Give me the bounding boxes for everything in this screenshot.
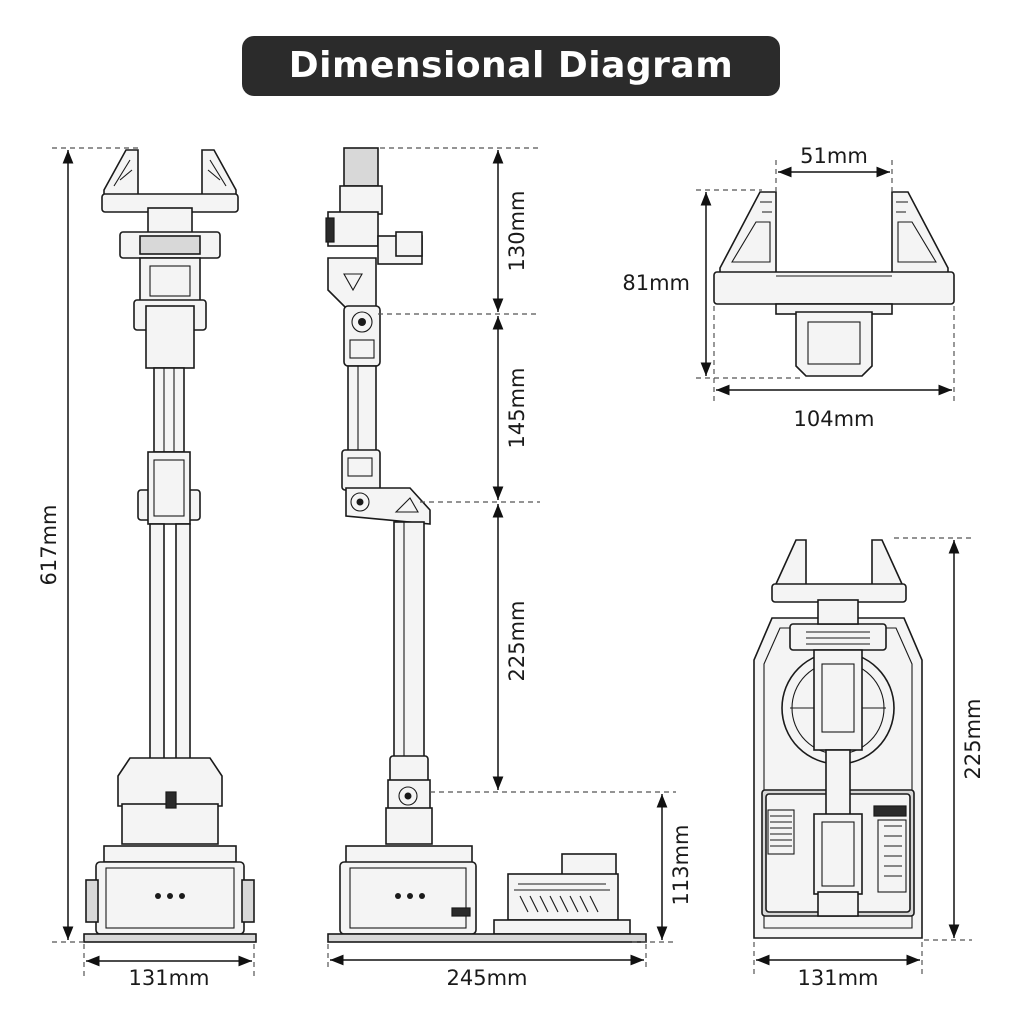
side-seg-2-label: 145mm [505,368,529,449]
side-seg-3-label: 225mm [505,601,529,682]
gripper-opening-label: 51mm [800,144,868,168]
side-width-label: 245mm [447,966,528,990]
folded-height-label: 225mm [961,699,985,780]
folded-view-arm [753,539,923,939]
gripper-detail [713,191,955,377]
title-banner: Dimensional Diagram [242,36,780,96]
front-view-arm [83,149,257,943]
page-title: Dimensional Diagram [288,45,734,86]
side-view-arm [325,147,647,943]
gripper-height-label: 81mm [622,271,690,295]
side-seg-1-label: 130mm [505,191,529,272]
side-base-height-label: 113mm [669,825,693,906]
gripper-width-label: 104mm [794,407,875,431]
front-width-label: 131mm [129,966,210,990]
folded-width-label: 131mm [798,966,879,990]
front-height-label: 617mm [37,505,61,586]
